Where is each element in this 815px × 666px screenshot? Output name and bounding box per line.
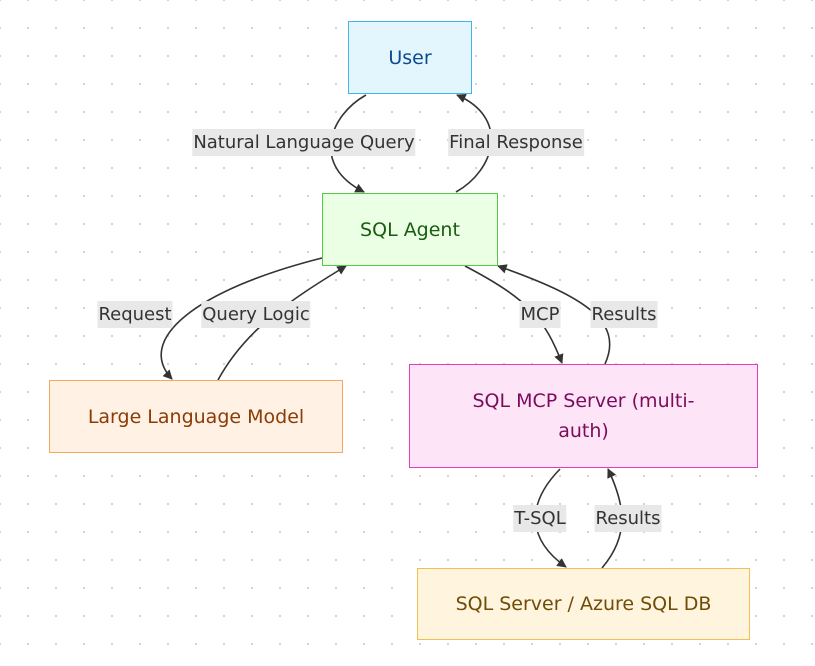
node-sql-agent-label: SQL Agent [360,218,460,241]
node-database-label: SQL Server / Azure SQL DB [455,593,712,615]
edge-label-user-to-agent: Natural Language Query [192,129,416,156]
node-user: User [348,21,472,94]
node-mcp-server: SQL MCP Server (multi-auth) [409,364,758,468]
node-llm-label: Large Language Model [87,405,305,428]
edge-label-agent-to-user: Final Response [448,129,584,156]
edge-label-llm-to-agent: Query Logic [201,301,311,328]
edge-label-agent-to-llm: Request [97,301,173,328]
edge-mcp-to-agent [497,264,611,365]
node-mcp-server-label: SQL MCP Server (multi-auth) [472,390,695,442]
node-sql-agent: SQL Agent [322,193,498,266]
node-user-label: User [388,46,432,69]
edge-label-agent-to-mcp: MCP [519,301,561,328]
node-database: SQL Server / Azure SQL DB [417,568,750,640]
node-llm: Large Language Model [49,380,343,453]
edge-agent-to-llm [160,257,323,380]
edge-label-mcp-to-agent: Results [590,301,658,328]
edge-label-db-to-mcp: Results [594,505,662,532]
edge-label-mcp-to-db: T-SQL [513,505,567,532]
